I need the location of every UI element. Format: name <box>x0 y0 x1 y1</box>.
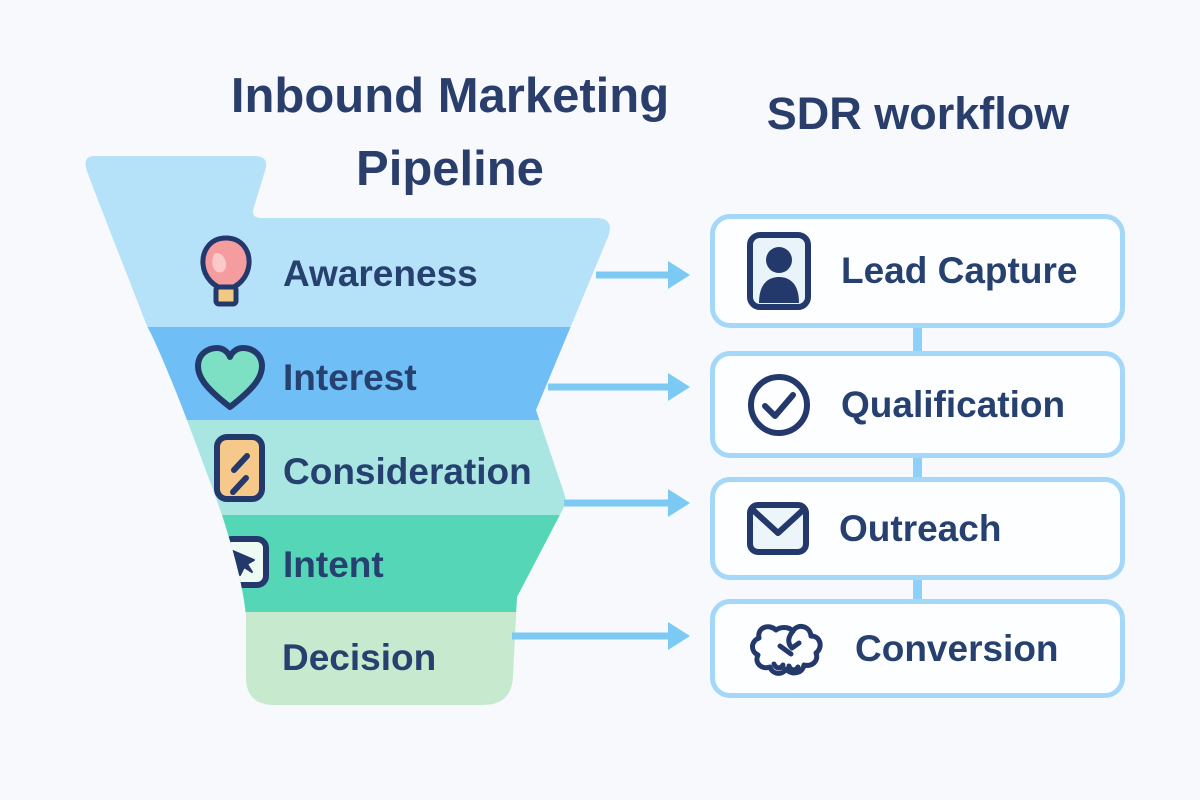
card-slashes-icon <box>214 434 265 502</box>
cursor-click-icon <box>220 536 269 588</box>
balloon-bulb-icon <box>200 235 252 307</box>
workflow-box-lead-capture: Lead Capture <box>710 214 1125 328</box>
connector-2 <box>913 455 922 480</box>
check-circle-icon <box>748 373 810 436</box>
workflow-box-conversion: Conversion <box>710 599 1125 698</box>
stage-label-decision: Decision <box>282 637 437 678</box>
workflow-title: SDR workflow <box>766 88 1070 139</box>
stage-label-consideration: Consideration <box>283 451 532 492</box>
workflow-step-label: Lead Capture <box>841 250 1078 291</box>
stage-label-interest: Interest <box>283 357 417 398</box>
handshake-icon <box>750 623 823 676</box>
workflow-step-label: Outreach <box>839 507 1002 549</box>
workflow-box-outreach: Outreach <box>710 477 1125 580</box>
stage-label-intent: Intent <box>283 544 384 585</box>
workflow-connectors <box>913 326 922 602</box>
arrow-interest-to-qualification <box>548 373 690 401</box>
workflow-step-label: Conversion <box>855 627 1059 669</box>
workflow-step-label: Qualification <box>841 383 1066 425</box>
connector-3 <box>913 577 922 602</box>
funnel-title: Inbound Marketing Pipeline <box>230 69 670 196</box>
stage-label-awareness: Awareness <box>283 253 478 294</box>
envelope-icon <box>747 502 809 555</box>
contact-card-icon <box>747 232 811 310</box>
funnel-shape <box>85 156 610 705</box>
connector-1 <box>913 326 922 354</box>
heart-icon <box>195 345 265 410</box>
arrow-awareness-to-lead-capture <box>596 261 690 289</box>
workflow-box-qualification: Qualification <box>710 351 1125 458</box>
arrow-consideration-to-outreach <box>564 489 690 517</box>
arrow-decision-to-conversion <box>512 622 690 650</box>
flow-arrows <box>512 261 690 650</box>
